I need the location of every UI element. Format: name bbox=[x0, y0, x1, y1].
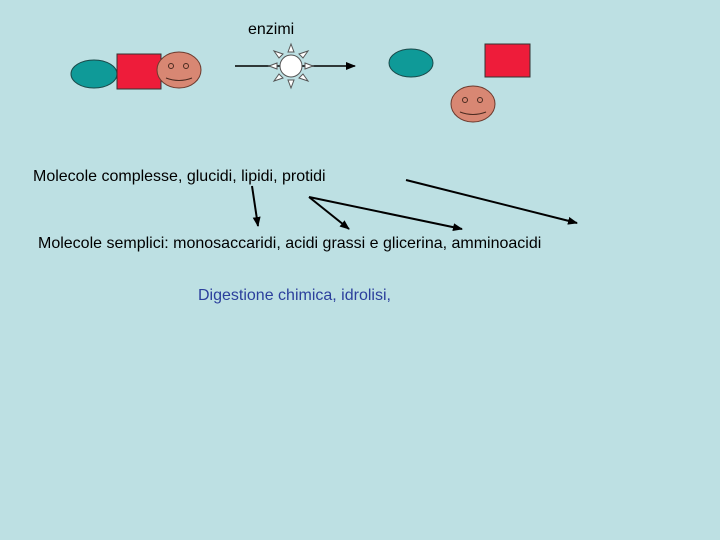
complex-molecules-label: Molecole complesse, glucidi, lipidi, pro… bbox=[33, 168, 326, 185]
red-square-free bbox=[484, 43, 531, 78]
sun-icon bbox=[267, 42, 315, 90]
process-label: Digestione chimica, idrolisi, bbox=[198, 287, 391, 304]
arrow-lipidi-1 bbox=[308, 196, 350, 230]
arrow-lipidi-2 bbox=[308, 196, 463, 232]
red-square bbox=[116, 53, 162, 90]
complex-molecule bbox=[70, 51, 202, 90]
teal-ellipse-free bbox=[388, 48, 434, 78]
enzymes-label: enzimi bbox=[248, 21, 295, 38]
smiley-face-icon bbox=[156, 51, 202, 89]
teal-ellipse bbox=[70, 59, 118, 89]
arrow-protidi bbox=[405, 179, 578, 225]
arrow-glucidi bbox=[251, 185, 261, 227]
smiley-face-icon-free bbox=[450, 85, 496, 123]
simple-molecules-label: Molecole semplici: monosaccaridi, acidi … bbox=[38, 235, 542, 252]
